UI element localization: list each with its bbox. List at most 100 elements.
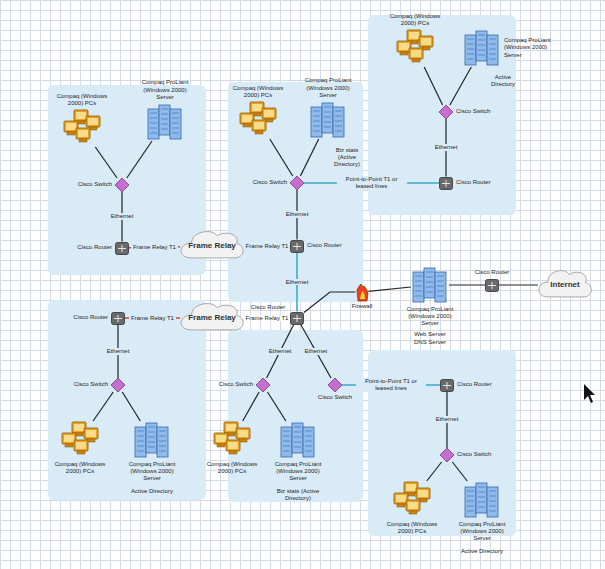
link-label: Ethernet <box>267 348 294 355</box>
server-cluster-drawing <box>309 101 347 139</box>
router-icon: Cisco Router <box>111 312 125 325</box>
switch-icon-drawing <box>290 176 304 190</box>
device-label: Compaq (Windows 2000) PCs <box>384 521 440 535</box>
network-link <box>122 392 140 421</box>
pc-cluster-drawing <box>62 109 102 147</box>
router-icon: Cisco Router <box>115 242 129 255</box>
device-label: Compaq (Windows 2000) PCs <box>204 461 260 475</box>
server-cluster-drawing <box>133 421 171 459</box>
switch-icon: Cisco Switch <box>439 105 453 119</box>
device-label: Cisco Router <box>68 314 108 321</box>
switch-icon-drawing <box>440 448 454 462</box>
device-label: Cisco Router <box>456 179 496 186</box>
role-note: Active Directory <box>127 488 177 495</box>
network-cloud: Frame Relay <box>180 301 244 335</box>
device-label: Cisco Router <box>472 269 512 276</box>
device-label: Compaq (Windows 2000) PCs <box>52 93 112 107</box>
network-link <box>304 292 356 313</box>
server-cluster-drawing <box>279 421 317 459</box>
server-cluster: Compaq ProLiant (Windows 2000) Server <box>463 29 501 67</box>
link-label: Ethernet <box>303 348 330 355</box>
pc-cluster: Compaq (Windows 2000) PCs <box>395 29 435 67</box>
server-cluster: Compaq ProLiant (Windows 2000) Server <box>146 103 184 141</box>
router-icon: Cisco Router <box>439 177 453 190</box>
pc-cluster-drawing <box>395 29 435 67</box>
cloud-label: Frame Relay <box>188 314 236 322</box>
switch-icon-drawing <box>328 378 342 392</box>
network-link <box>427 462 442 481</box>
server-cluster-drawing <box>411 266 449 304</box>
device-label: Cisco Switch <box>247 179 287 186</box>
switch-icon-drawing <box>256 378 270 392</box>
device-label: Compaq ProLiant (Windows 2000) Server <box>452 521 512 543</box>
role-note: DNS Server <box>400 339 460 346</box>
switch-icon: Cisco Switch <box>290 176 304 190</box>
pc-cluster: Compaq (Windows 2000) PCs <box>60 421 100 459</box>
network-cloud: Frame Relay <box>180 229 244 263</box>
network-link <box>301 325 331 379</box>
network-link <box>95 147 117 178</box>
link-label: Ethernet <box>284 211 311 218</box>
router-icon-drawing <box>290 240 304 253</box>
switch-icon-drawing <box>115 178 129 192</box>
switch-icon: Cisco Switch <box>111 378 125 392</box>
site-panel <box>228 330 363 502</box>
server-cluster: Compaq ProLiant (Windows 2000) Server <box>463 481 501 519</box>
device-label: Cisco Router <box>307 242 347 249</box>
device-label: Cisco Switch <box>68 381 108 388</box>
server-cluster-drawing <box>463 29 501 67</box>
network-link <box>127 141 152 178</box>
pc-cluster: Compaq (Windows 2000) PCs <box>212 421 252 459</box>
network-link <box>452 462 467 481</box>
network-link <box>243 392 259 421</box>
network-link <box>270 139 293 176</box>
link-label: Ethernet <box>105 348 132 355</box>
device-label: Cisco Router <box>247 304 289 311</box>
device-label: Cisco Switch <box>315 394 355 401</box>
device-label: Compaq ProLiant (Windows 2000) Server <box>504 37 556 59</box>
site-panel <box>48 300 206 500</box>
network-link <box>499 284 538 285</box>
link-label: Point-to-Point T1 or leased lines <box>337 176 407 190</box>
device-label: Firewall <box>345 303 379 310</box>
link-label: Frame Relay T1 <box>244 243 291 250</box>
network-link <box>449 284 485 285</box>
device-label: Compaq ProLiant (Windows 2000) Server <box>268 461 328 483</box>
device-label: Compaq ProLiant (Windows 2000) Server <box>122 461 182 483</box>
link-label: Point-to-Point T1 or leased lines <box>356 378 426 392</box>
switch-icon: Cisco Switch <box>328 378 342 392</box>
device-label: Cisco Switch <box>213 381 253 388</box>
server-cluster-drawing <box>463 481 501 519</box>
role-note: Web Server <box>400 331 460 338</box>
server-cluster: Compaq ProLiant (Windows 2000) Server <box>279 421 317 459</box>
switch-icon: Cisco Switch <box>256 378 270 392</box>
router-icon-drawing <box>485 279 499 292</box>
link-label: Ethernet <box>109 213 136 220</box>
network-link <box>93 392 113 421</box>
device-label: Compaq ProLiant (Windows 2000) Server <box>135 79 195 101</box>
cloud-label: Internet <box>550 281 579 289</box>
network-link <box>300 139 318 176</box>
link-label: Ethernet <box>433 144 460 151</box>
network-link <box>268 392 286 421</box>
switch-icon-drawing <box>111 378 125 392</box>
role-note: Active Directory <box>486 74 520 88</box>
router-icon-drawing <box>290 312 304 325</box>
pc-cluster-drawing <box>238 101 278 139</box>
site-panel <box>228 82 363 302</box>
firewall-icon: Firewall <box>356 283 369 301</box>
device-label: Compaq (Windows 2000) PCs <box>230 85 286 99</box>
network-link <box>450 67 471 105</box>
link-label: Ethernet <box>434 416 461 423</box>
pc-cluster-drawing <box>392 481 432 519</box>
network-link <box>424 67 442 105</box>
role-note: Biz stats (Active Directory) <box>332 147 362 169</box>
device-label: Cisco Router <box>72 244 112 251</box>
server-cluster: Compaq ProLiant (Windows 2000) Server <box>411 266 449 304</box>
pc-cluster: Compaq (Windows 2000) PCs <box>238 101 278 139</box>
link-label: Frame Relay T1 <box>129 315 176 322</box>
pc-cluster: Compaq (Windows 2000) PCs <box>392 481 432 519</box>
link-label: Ethernet <box>284 279 311 286</box>
mouse-cursor <box>584 384 595 403</box>
